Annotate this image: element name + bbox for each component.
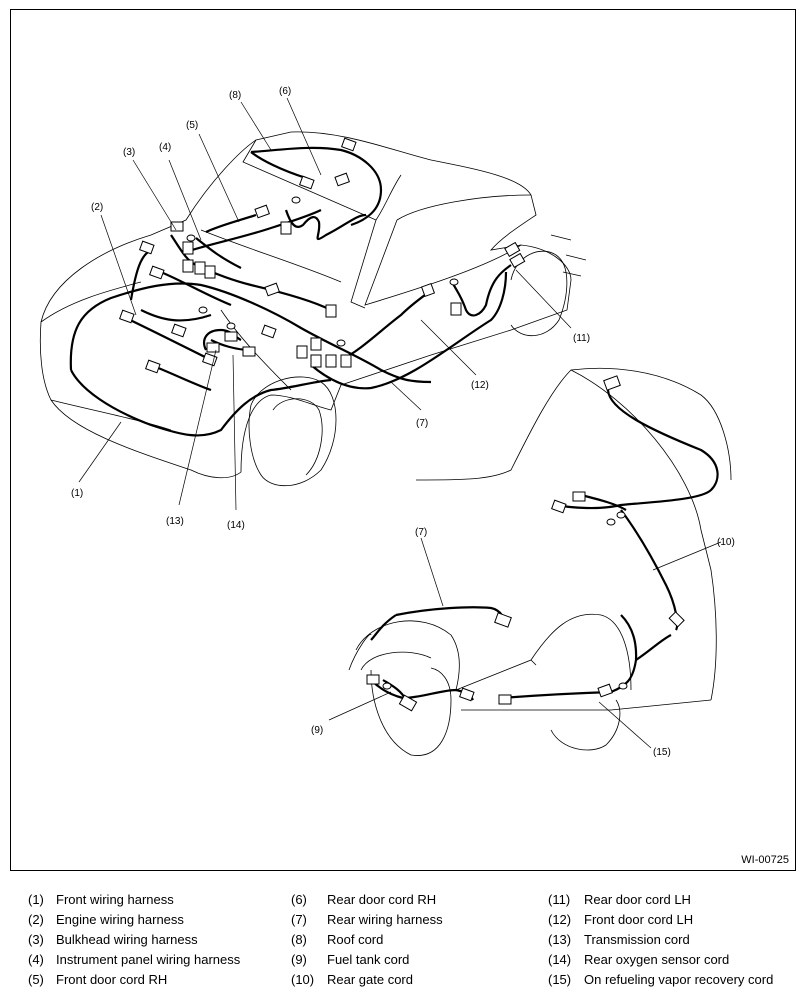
wiring-harness-diagram: (1) (2) (3) (4) (5) (6) (7) (8) (9) (10)… — [39, 86, 735, 758]
legend-item-14: (14)Rear oxygen sensor cord — [548, 952, 730, 967]
callout-2: (2) — [91, 202, 103, 213]
callout-12: (12) — [471, 380, 489, 391]
harness-wires — [69, 146, 719, 701]
legend-item-1: (1)Front wiring harness — [28, 892, 174, 907]
legend-item-15: (15)On refueling vapor recovery cord — [548, 972, 774, 987]
callout-8: (8) — [229, 90, 241, 101]
diagram-frame: (1) (2) (3) (4) (5) (6) (7) (8) (9) (10)… — [10, 9, 796, 871]
car-body-outline — [39, 131, 732, 756]
callout-13: (13) — [166, 516, 184, 527]
clips — [186, 196, 628, 690]
legend-item-5: (5)Front door cord RH — [28, 972, 168, 987]
legend-item-11: (11)Rear door cord LH — [548, 892, 691, 907]
figure-id: WI-00725 — [741, 854, 789, 866]
callout-14: (14) — [227, 520, 245, 531]
callout-7-front: (7) — [416, 418, 428, 429]
legend-item-8: (8)Roof cord — [291, 932, 384, 947]
legend-item-12: (12)Front door cord LH — [548, 912, 694, 927]
legend-item-2: (2)Engine wiring harness — [28, 912, 184, 927]
callout-7-rear: (7) — [415, 527, 427, 538]
callout-6: (6) — [279, 86, 291, 97]
legend: (1)Front wiring harness (2)Engine wiring… — [28, 892, 808, 997]
callout-5: (5) — [186, 120, 198, 131]
legend-item-4: (4)Instrument panel wiring harness — [28, 952, 241, 967]
callout-4: (4) — [159, 142, 171, 153]
callout-11: (11) — [573, 333, 590, 344]
callout-1: (1) — [71, 488, 83, 499]
legend-item-6: (6)Rear door cord RH — [291, 892, 437, 907]
callout-10: (10) — [717, 537, 735, 548]
callout-3: (3) — [123, 147, 135, 158]
leader-lines — [78, 97, 722, 749]
connectors — [119, 137, 685, 712]
legend-item-3: (3)Bulkhead wiring harness — [28, 932, 198, 947]
callout-labels: (1) (2) (3) (4) (5) (6) (7) (8) (9) (10)… — [71, 86, 735, 758]
legend-item-9: (9)Fuel tank cord — [291, 952, 410, 967]
callout-9: (9) — [311, 725, 323, 736]
legend-item-10: (10)Rear gate cord — [291, 972, 413, 987]
legend-item-7: (7)Rear wiring harness — [291, 912, 443, 927]
legend-item-13: (13)Transmission cord — [548, 932, 690, 947]
callout-15: (15) — [653, 747, 671, 758]
